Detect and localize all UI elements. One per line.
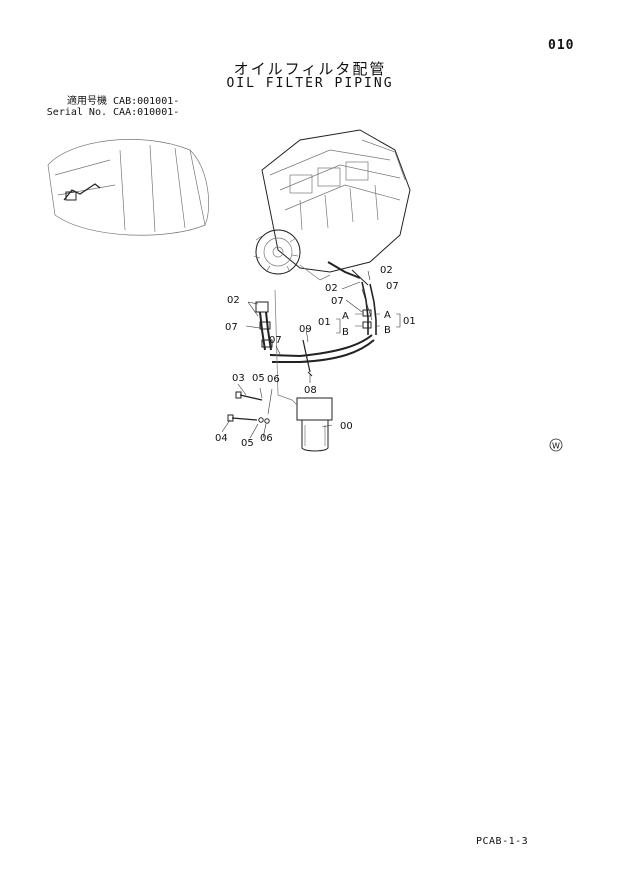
oil-filter [291,397,333,452]
leader-lines [221,270,401,439]
engine-drawing [253,129,411,286]
callout-00: 00 [340,421,353,432]
port-a-left: A [342,311,349,322]
serial-label: Serial No. [46,107,107,118]
bolts-washers [227,391,270,424]
port-a-right: A [384,310,391,321]
oil-pipe-lines [255,281,377,401]
callout-05-top: 05 [252,373,265,384]
callout-07-left: 07 [225,322,238,333]
port-b-left: B [342,327,349,338]
page-number: 010 [548,38,575,53]
part-callouts: 00 01 01 02 02 02 03 04 05 05 06 06 07 0… [215,265,416,449]
callout-07-right-a: 07 [331,296,344,307]
callout-02-left: 02 [227,295,240,306]
locator-sketch [47,139,209,236]
callout-03: 03 [232,373,245,384]
callout-07-mid: 07 [269,335,282,346]
callout-08: 08 [304,385,317,396]
callout-05-bottom: 05 [241,438,254,449]
callout-01-left: 01 [318,317,331,328]
w-mark-letter: W [552,442,560,451]
serial-row-applicable: 適用号機 CAB:001001- [45,96,179,107]
w-mark: W [549,438,563,452]
callout-06-bottom: 06 [260,433,273,444]
callout-01-right: 01 [403,316,416,327]
serial-row-number: Serial No. CAA:010001- [45,107,179,118]
port-b-right: B [384,325,391,336]
serial-value: CAA:010001- [113,107,180,118]
callout-02-right-top: 02 [380,265,393,276]
callout-09: 09 [299,324,312,335]
callout-04: 04 [215,433,228,444]
page-footer-code: PCAB-1-3 [476,836,529,847]
page-title-japanese: オイルフィルタ配管 [233,60,387,78]
callout-02-right-mid: 02 [325,283,338,294]
page-title: OIL FILTER PIPING [226,76,394,91]
callout-07-right-b: 07 [386,281,399,292]
serial-value: CAB:001001- [113,96,180,107]
callout-06-top: 06 [267,374,280,385]
serial-label: 適用号機 [67,96,107,107]
